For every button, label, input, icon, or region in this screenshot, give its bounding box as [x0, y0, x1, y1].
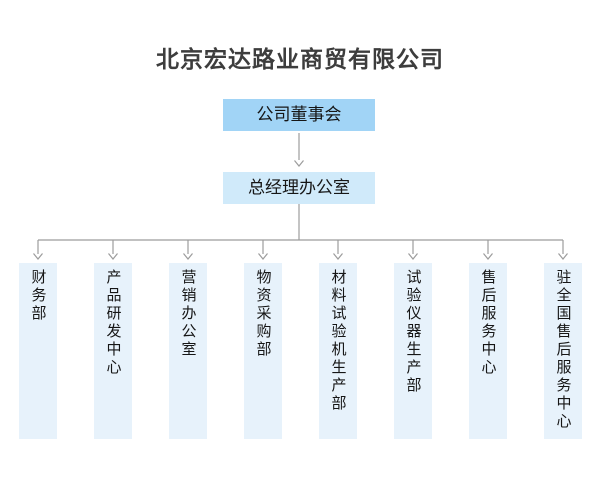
org-node-dept-procurement: 物资采购部 [244, 263, 282, 439]
dept-label: 产品研发中心 [104, 269, 122, 377]
dept-label: 驻全国售后服务中心 [554, 269, 572, 431]
org-node-dept-national-aftersales-center: 驻全国售后服务中心 [544, 263, 582, 439]
page-title: 北京宏达路业商贸有限公司 [156, 46, 444, 72]
dept-label: 售后服务中心 [479, 269, 497, 377]
org-node-dept-finance: 财务部 [19, 263, 57, 439]
dept-label: 营销办公室 [179, 269, 197, 359]
org-node-dept-rd-center: 产品研发中心 [94, 263, 132, 439]
org-node-gm-office: 总经理办公室 [223, 172, 375, 204]
dept-label: 财务部 [29, 269, 47, 323]
org-node-dept-testing-instrument-production: 试验仪器生产部 [394, 263, 432, 439]
dept-label: 材料试验机生产部 [329, 269, 347, 413]
org-node-board: 公司董事会 [223, 99, 375, 131]
dept-label: 物资采购部 [254, 269, 272, 359]
org-node-dept-marketing-office: 营销办公室 [169, 263, 207, 439]
dept-label: 试验仪器生产部 [404, 269, 422, 395]
org-node-dept-material-testing-machine-production: 材料试验机生产部 [319, 263, 357, 439]
org-node-dept-aftersales-center: 售后服务中心 [469, 263, 507, 439]
